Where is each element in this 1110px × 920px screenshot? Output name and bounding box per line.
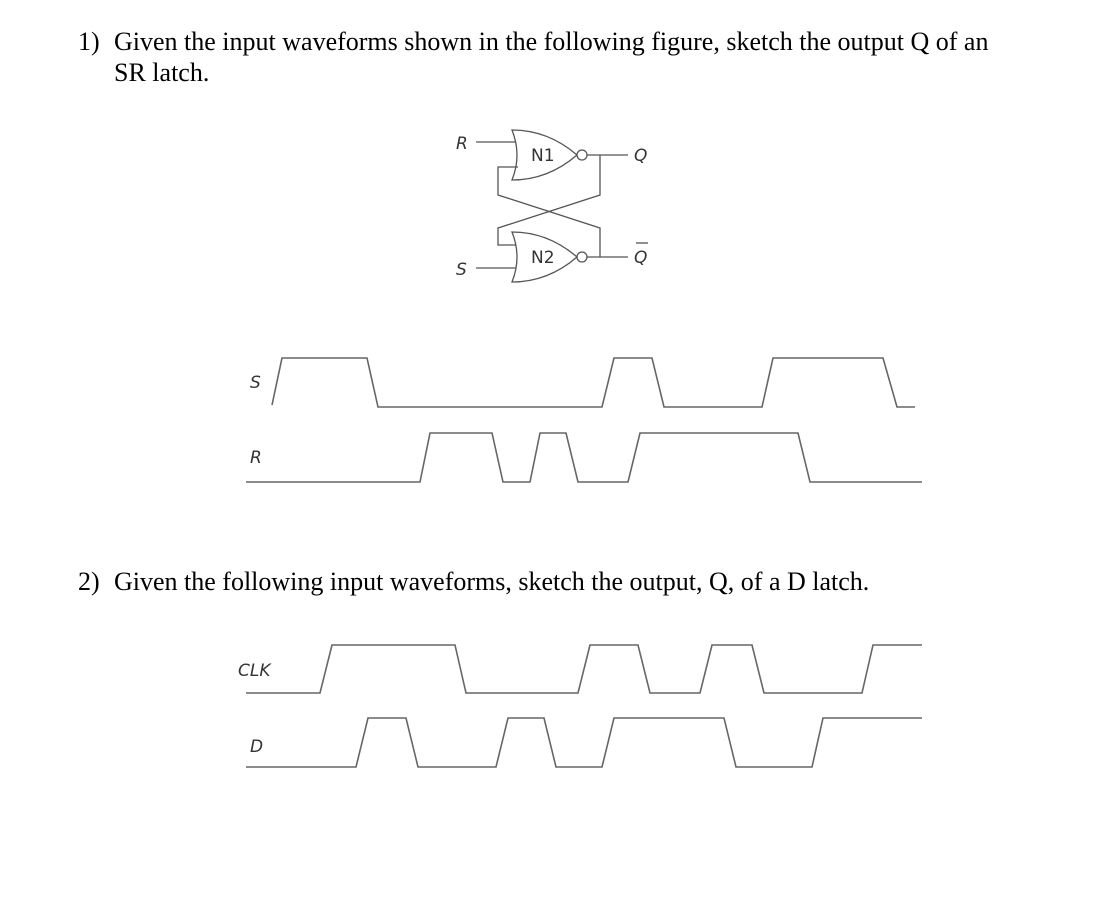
nor-gate-n1-bubble bbox=[576, 149, 588, 161]
gate-n2-label: N2 bbox=[531, 248, 555, 268]
r-waveform bbox=[246, 432, 922, 483]
r-waveform-label: R bbox=[250, 448, 262, 468]
output-q-label: Q bbox=[634, 146, 647, 166]
clk-waveform bbox=[246, 644, 922, 694]
question-2: 2) Given the following input waveforms, … bbox=[78, 566, 998, 598]
nor-gate-n1 bbox=[511, 129, 578, 181]
feedback-wire-q bbox=[497, 155, 601, 246]
sr-latch-diagram: R S N1 N2 Q Q bbox=[456, 129, 648, 283]
d-latch-waveforms: CLK D bbox=[238, 644, 922, 768]
nor-gate-n2-bubble bbox=[576, 251, 588, 263]
output-qbar-label: Q bbox=[634, 248, 647, 268]
nor-gate-n2 bbox=[511, 231, 578, 283]
d-waveform-label: D bbox=[250, 737, 263, 757]
sr-waveforms: S R bbox=[246, 357, 922, 483]
d-waveform bbox=[246, 717, 922, 768]
input-s-label: S bbox=[456, 260, 467, 280]
feedback-wire-qbar bbox=[497, 166, 601, 257]
question-1-number: 1) bbox=[78, 27, 100, 56]
input-r-label: R bbox=[456, 134, 468, 154]
question-2-number: 2) bbox=[78, 567, 100, 596]
question-1: 1) Given the input waveforms shown in th… bbox=[78, 26, 998, 90]
s-waveform-label: S bbox=[250, 373, 261, 393]
question-1-text: Given the input waveforms shown in the f… bbox=[114, 27, 989, 87]
clk-waveform-label: CLK bbox=[238, 661, 272, 681]
gate-n1-label: N1 bbox=[531, 146, 555, 166]
s-waveform bbox=[271, 357, 915, 408]
question-2-text: Given the following input waveforms, ske… bbox=[114, 567, 870, 596]
